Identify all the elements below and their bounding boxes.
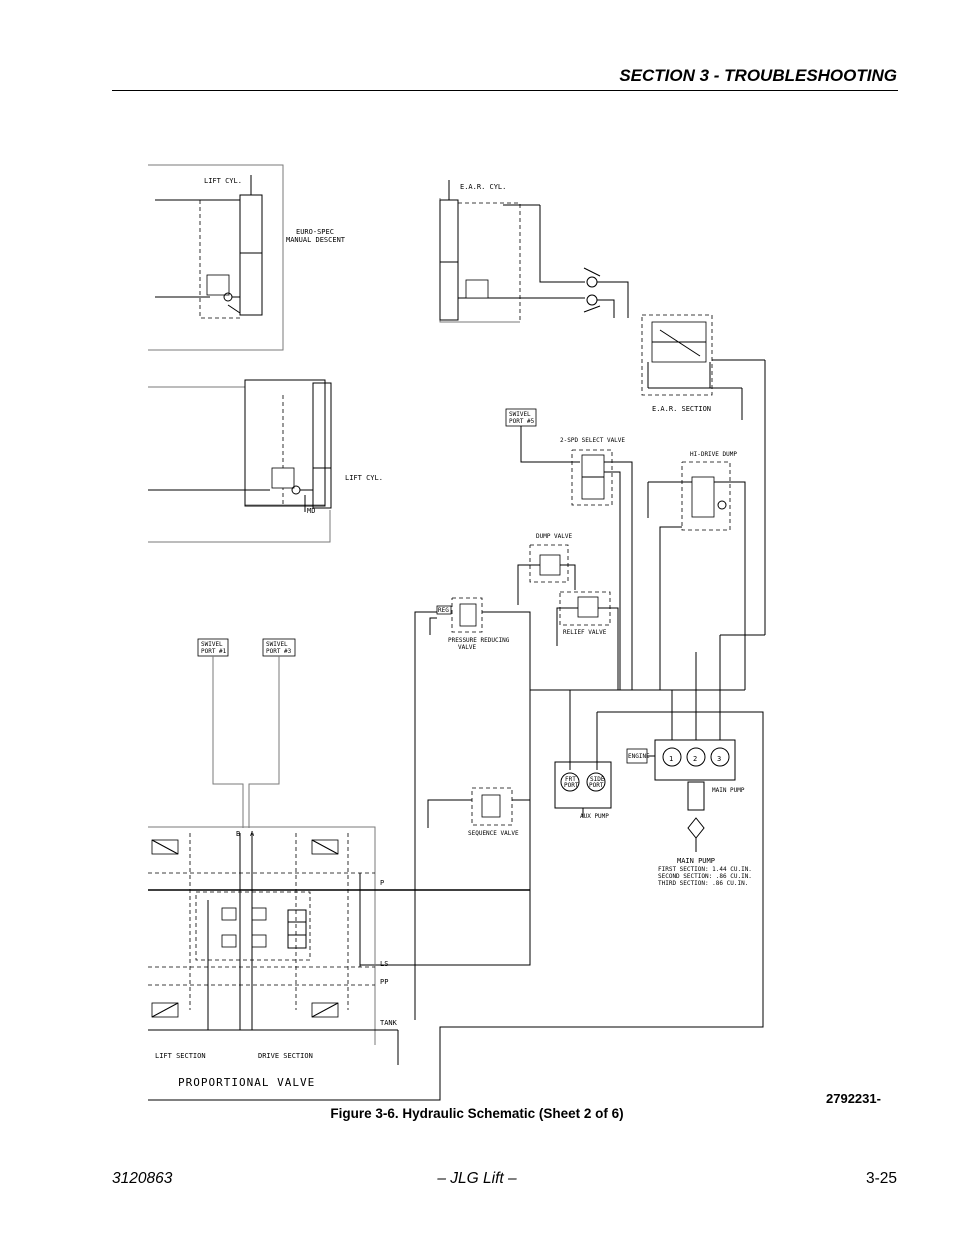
two-spd-label: 2-SPD SELECT VALVE: [560, 437, 625, 444]
footer-doc-number: 3120863: [112, 1170, 173, 1187]
lift-cylinder-top-group: LIFT CYL. EURO-SPEC MANUAL DESCENT: [148, 164, 346, 351]
aux-pump-label: AUX PUMP: [580, 813, 609, 820]
pump-2-label: 2: [693, 755, 697, 763]
hi-drive-dump-valve: HI-DRIVE DUMP: [647, 451, 746, 690]
aux-pump-group: FRT PORT SIDE PORT AUX PUMP: [554, 761, 612, 820]
pressure-reducing-valve: REG PRESSURE REDUCING VALVE: [414, 597, 531, 1020]
drive-section-label: DRIVE SECTION: [258, 1052, 313, 1060]
frt-port-label-1: FRT: [565, 776, 576, 783]
first-section-label: FIRST SECTION: 1.44 CU.IN.: [658, 866, 752, 873]
ear-cyl-label: E.A.R. CYL.: [460, 183, 506, 191]
ear-section-label: E.A.R. SECTION: [652, 405, 711, 413]
sequence-valve-label: SEQUENCE VALVE: [468, 830, 519, 837]
ear-cylinder-group: E.A.R. CYL.: [439, 180, 629, 323]
two-speed-select-valve: SWIVEL PORT #5 2-SPD SELECT VALVE: [505, 408, 633, 690]
swivel-1-label-2: PORT #1: [201, 648, 227, 655]
frt-port-label-2: PORT: [564, 782, 579, 789]
section-title: SECTION 3 - TROUBLESHOOTING: [619, 66, 897, 85]
footer-page-number: 3-25: [865, 1170, 897, 1187]
swivel-5-label-2: PORT #5: [509, 418, 535, 425]
sequence-valve: SEQUENCE VALVE: [427, 787, 530, 837]
lift-cyl-mid-label: LIFT CYL.: [345, 474, 383, 482]
pump-3-label: 3: [717, 755, 721, 763]
port-a-label: A: [250, 830, 255, 838]
swivel-1-label-1: SWIVEL: [201, 641, 223, 648]
second-section-label: SECOND SECTION: .86 CU.IN.: [658, 873, 752, 880]
port-b-label: B: [236, 830, 240, 838]
main-pump-group: ENGINE 1 2 3 MAIN PUMP MAIN PUMP FIRST S…: [626, 739, 752, 887]
lift-cyl-top-label: LIFT CYL.: [204, 177, 242, 185]
main-pump-small-label: MAIN PUMP: [712, 787, 745, 794]
header-rule: [112, 90, 898, 91]
lift-cylinder-mid-group: MD LIFT CYL.: [148, 379, 383, 543]
prv-label-2: VALVE: [458, 644, 476, 651]
side-port-label-1: SIDE: [590, 776, 605, 783]
port-pp-label: PP: [380, 978, 388, 986]
relief-valve-label: RELIEF VALVE: [563, 629, 607, 636]
pump-1-label: 1: [669, 755, 673, 763]
figure-caption: Figure 3-6. Hydraulic Schematic (Sheet 2…: [330, 1106, 624, 1121]
port-p-label: P: [380, 879, 384, 887]
engine-label: ENGINE: [628, 753, 650, 760]
dump-valve: DUMP VALVE: [517, 533, 576, 605]
swivel-ports-1-3: SWIVEL PORT #1 SWIVEL PORT #3: [197, 638, 296, 828]
footer-center-text: – JLG Lift –: [437, 1170, 517, 1187]
manifold-lines: [148, 634, 765, 1101]
proportional-valve-group: B A P LS PP TANK LIFT SECTION DRIVE SECT…: [148, 826, 530, 1089]
md-label: MD: [307, 507, 315, 515]
euro-spec-label-1: EURO-SPEC: [296, 228, 334, 236]
reg-label: REG: [438, 607, 449, 614]
swivel-3-label-2: PORT #3: [266, 648, 292, 655]
swivel-5-label-1: SWIVEL: [509, 411, 531, 418]
dump-valve-label: DUMP VALVE: [536, 533, 573, 540]
port-ls-label: LS: [380, 960, 388, 968]
euro-spec-label-2: MANUAL DESCENT: [286, 236, 346, 244]
lift-section-label: LIFT SECTION: [155, 1052, 206, 1060]
proportional-valve-label: PROPORTIONAL VALVE: [178, 1076, 315, 1089]
ear-section-valve: E.A.R. SECTION: [641, 314, 766, 635]
side-port-label-2: PORT: [589, 782, 604, 789]
port-tank-label: TANK: [380, 1019, 398, 1027]
hi-drive-label: HI-DRIVE DUMP: [690, 451, 737, 458]
third-section-label: THIRD SECTION: .86 CU.IN.: [658, 880, 748, 887]
prv-label-1: PRESSURE REDUCING: [448, 637, 510, 644]
main-pump-title: MAIN PUMP: [677, 857, 715, 865]
drawing-id: 2792231-: [826, 1091, 881, 1106]
swivel-3-label-1: SWIVEL: [266, 641, 288, 648]
relief-valve: RELIEF VALVE: [556, 591, 619, 690]
